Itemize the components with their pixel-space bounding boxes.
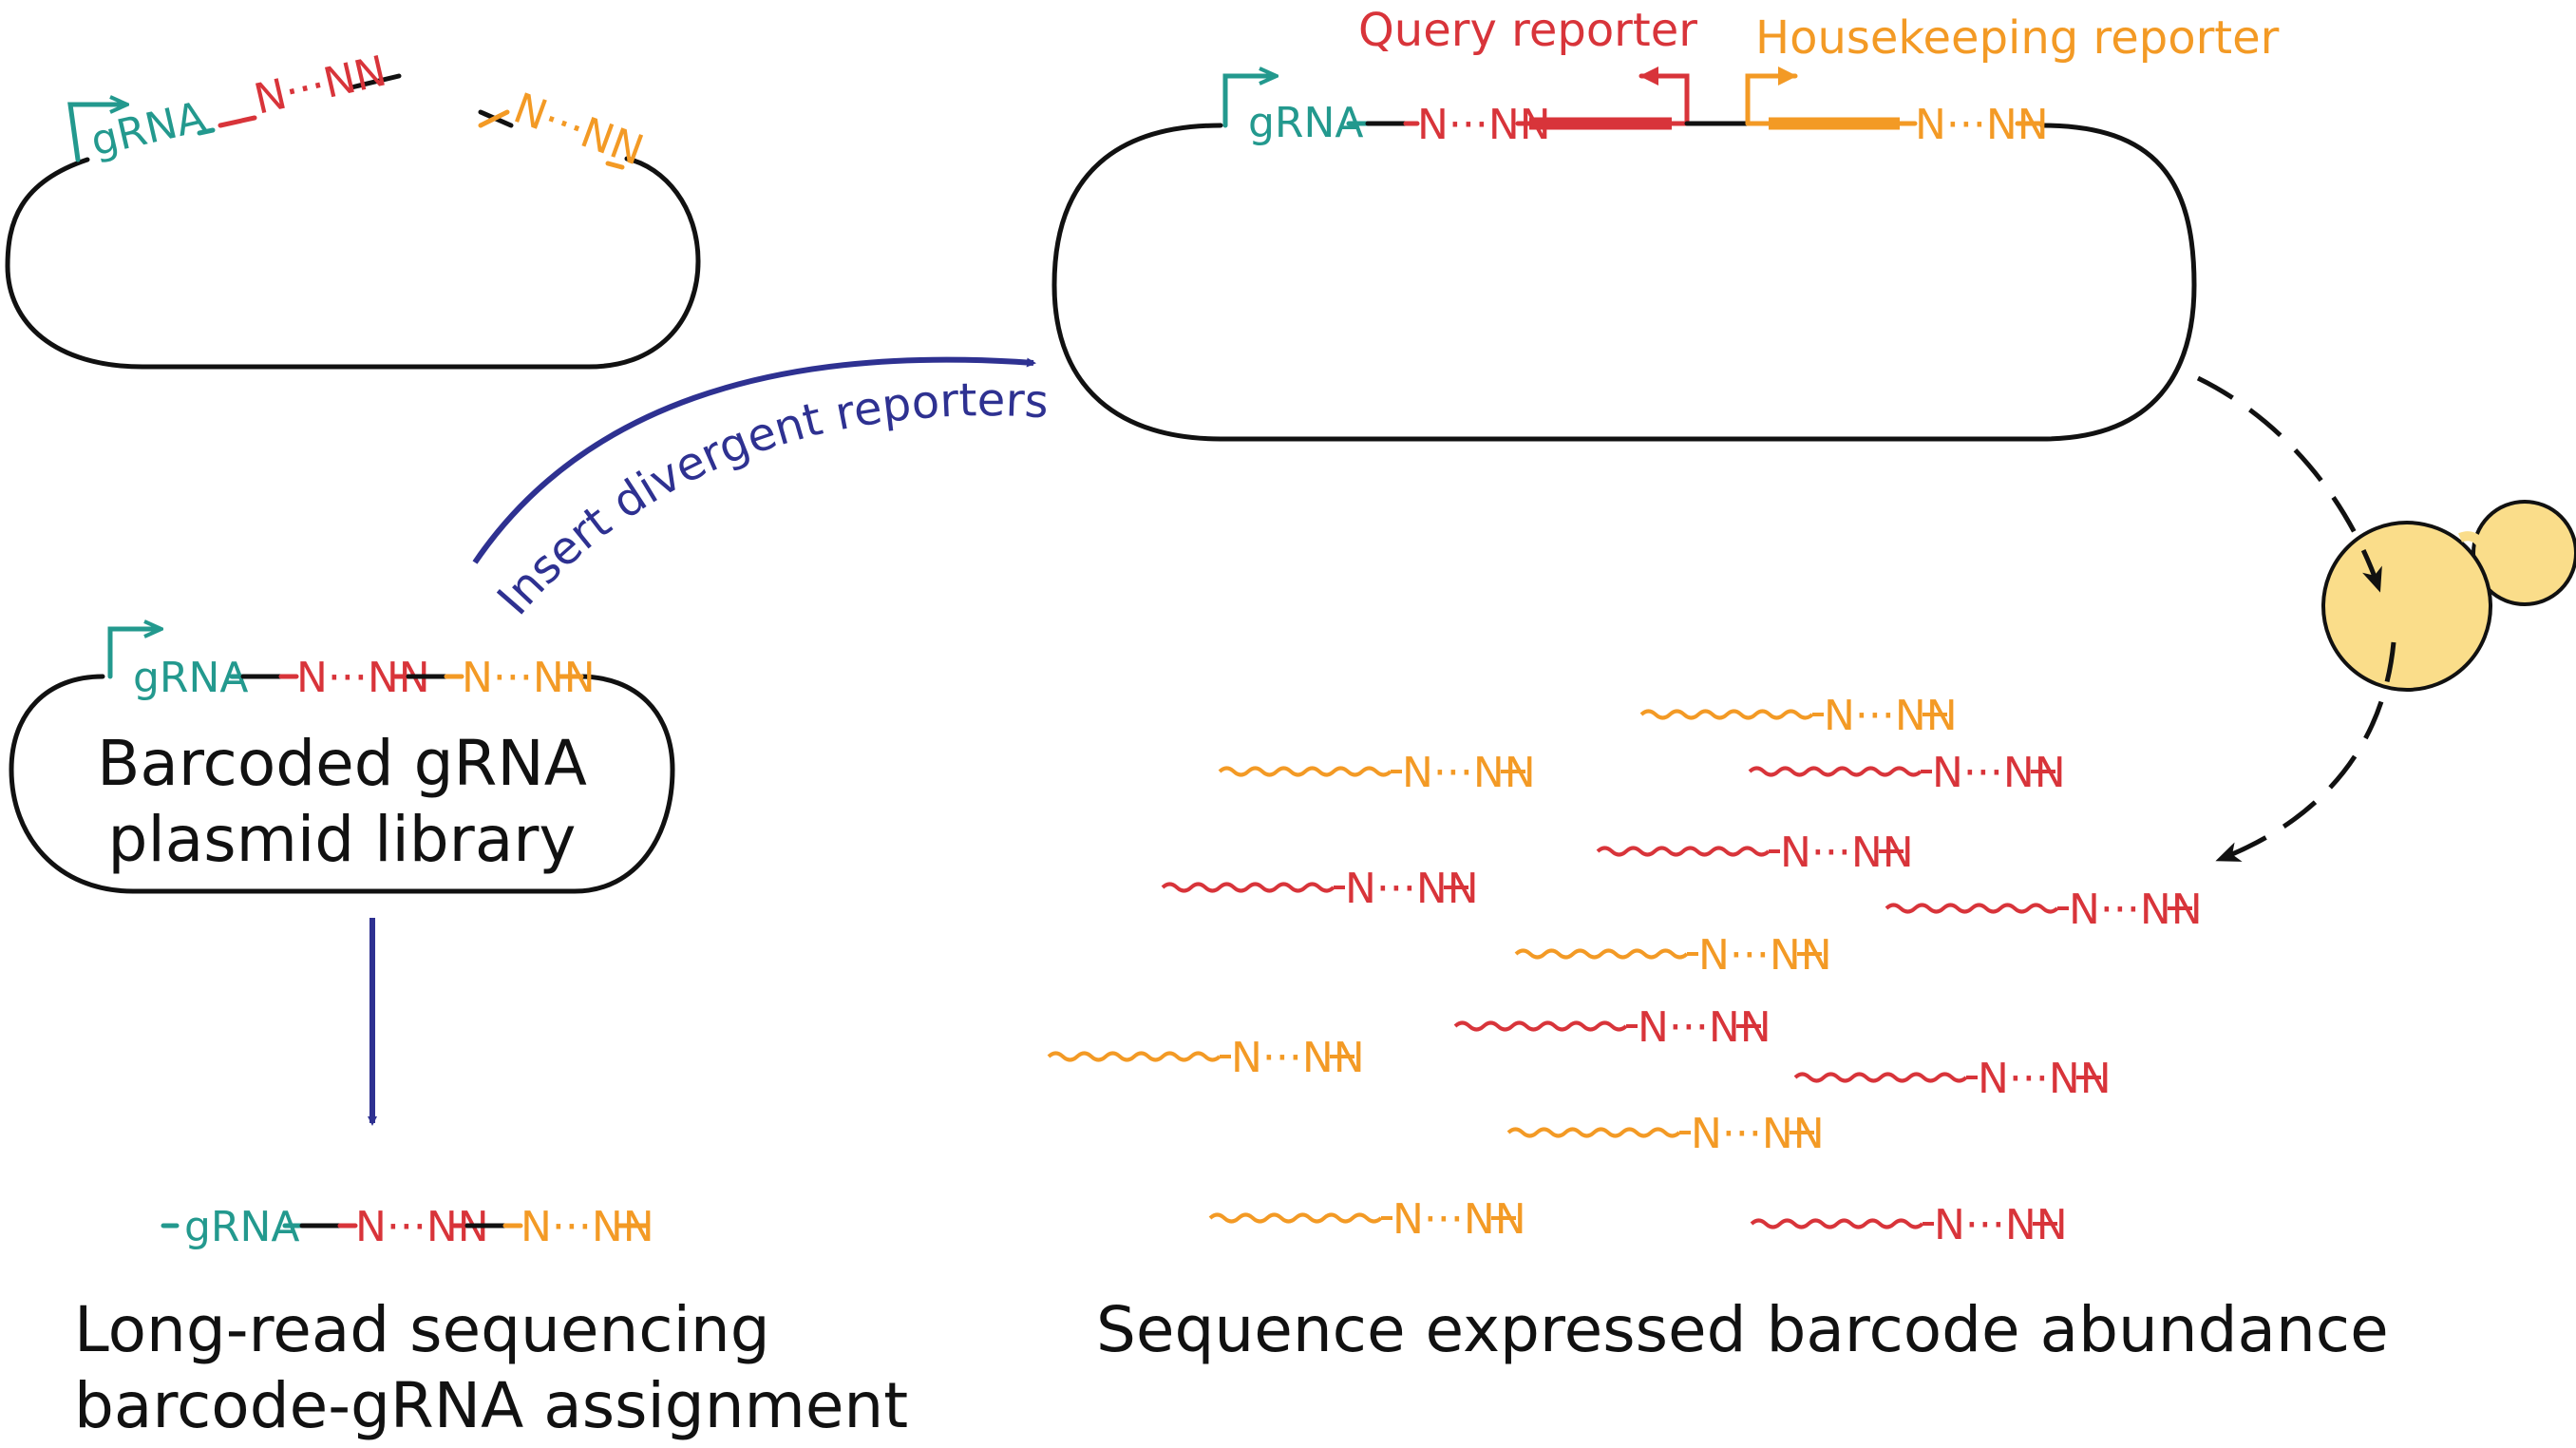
expressed-label: Sequence expressed barcode abundance bbox=[1096, 1293, 2389, 1366]
library-plasmid bbox=[9, 674, 675, 894]
library-label-line1: Barcoded gRNA bbox=[97, 727, 587, 800]
yeast-cell-icon bbox=[2321, 500, 2576, 692]
housekeeping-linker-end bbox=[605, 161, 625, 170]
library-label-line2: plasmid library bbox=[108, 803, 577, 876]
long-read-construct: gRNA N···NN N···NN bbox=[161, 1203, 654, 1251]
transcript: N···NN bbox=[1639, 692, 1958, 740]
query-reporter-label: Query reporter bbox=[1358, 4, 1697, 57]
query-linker bbox=[218, 115, 257, 128]
housekeeping-linker bbox=[478, 109, 510, 128]
transcript: N···NN bbox=[1506, 1110, 1825, 1158]
housekeeping-promoter-icon bbox=[1745, 67, 1798, 126]
flow-arrow-icon bbox=[2215, 641, 2396, 862]
transcript: N···NN bbox=[1218, 749, 1536, 797]
housekeeping-barcode: N···NN bbox=[507, 84, 650, 175]
housekeeping-reporter-label: Housekeeping reporter bbox=[1755, 11, 2280, 65]
transcript: N···NN bbox=[1047, 1034, 1365, 1082]
promoter-arrow-icon bbox=[67, 105, 125, 162]
guide-label: gRNA bbox=[184, 1203, 300, 1251]
query-barcode: N···NN bbox=[250, 47, 391, 124]
flow-arrow-icon bbox=[2196, 375, 2382, 593]
longread-label-line1: Long-read sequencing bbox=[74, 1293, 770, 1366]
guide-label: gRNA bbox=[1248, 99, 1364, 147]
transcript: N···NN bbox=[1453, 1003, 1771, 1052]
query-promoter-icon bbox=[1638, 67, 1690, 126]
transcript: N···NN bbox=[1596, 829, 1914, 877]
reporter-plasmid bbox=[1051, 123, 2197, 442]
guide-label: gRNA bbox=[133, 654, 249, 702]
transcript: N···NN bbox=[1748, 749, 2066, 797]
flow-arrow-icon bbox=[472, 356, 1036, 564]
longread-label-line2: barcode-gRNA assignment bbox=[74, 1369, 908, 1442]
promoter-arrow-icon bbox=[1222, 76, 1275, 128]
transcript: N···NN bbox=[1208, 1195, 1526, 1244]
insert-arrow-label: Insert divergent reporters bbox=[487, 373, 1051, 625]
guide-linker bbox=[197, 127, 216, 136]
transcript: N···NN bbox=[1161, 865, 1479, 913]
transcript: N···NN bbox=[1514, 931, 1832, 980]
transcript: N···NN bbox=[1750, 1201, 2068, 1249]
promoter-arrow-icon bbox=[107, 629, 160, 679]
transcript: N···NN bbox=[1793, 1055, 2112, 1103]
transcript: N···NN bbox=[1885, 886, 2203, 934]
